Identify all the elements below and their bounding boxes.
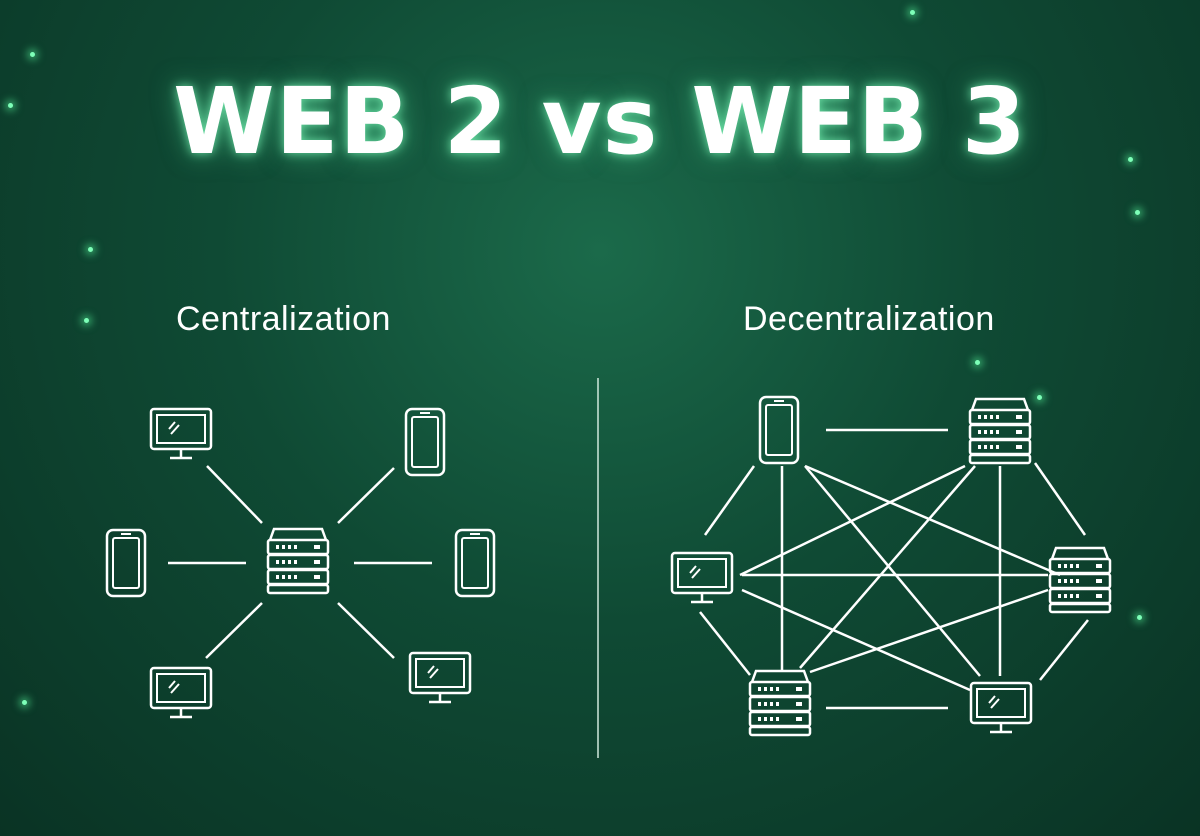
monitor-icon [969, 681, 1033, 734]
server-icon [1048, 546, 1112, 614]
server-icon [748, 669, 812, 737]
phone-icon [105, 528, 147, 598]
page-title: WEB 2 vs WEB 3 [173, 68, 1027, 175]
centralization-label: Centralization [176, 300, 391, 338]
monitor-icon [408, 651, 472, 704]
phone-icon [404, 407, 446, 477]
server-icon [968, 397, 1032, 465]
monitor-icon [670, 551, 734, 604]
decentralization-label: Decentralization [743, 300, 995, 338]
decentralized-diagram [699, 428, 1089, 710]
central-links [168, 465, 432, 659]
monitor-icon [149, 407, 213, 460]
monitor-icon [149, 666, 213, 719]
phone-icon [758, 395, 800, 465]
phone-icon [454, 528, 496, 598]
server-icon [266, 527, 330, 595]
centralized-diagram [168, 465, 432, 659]
